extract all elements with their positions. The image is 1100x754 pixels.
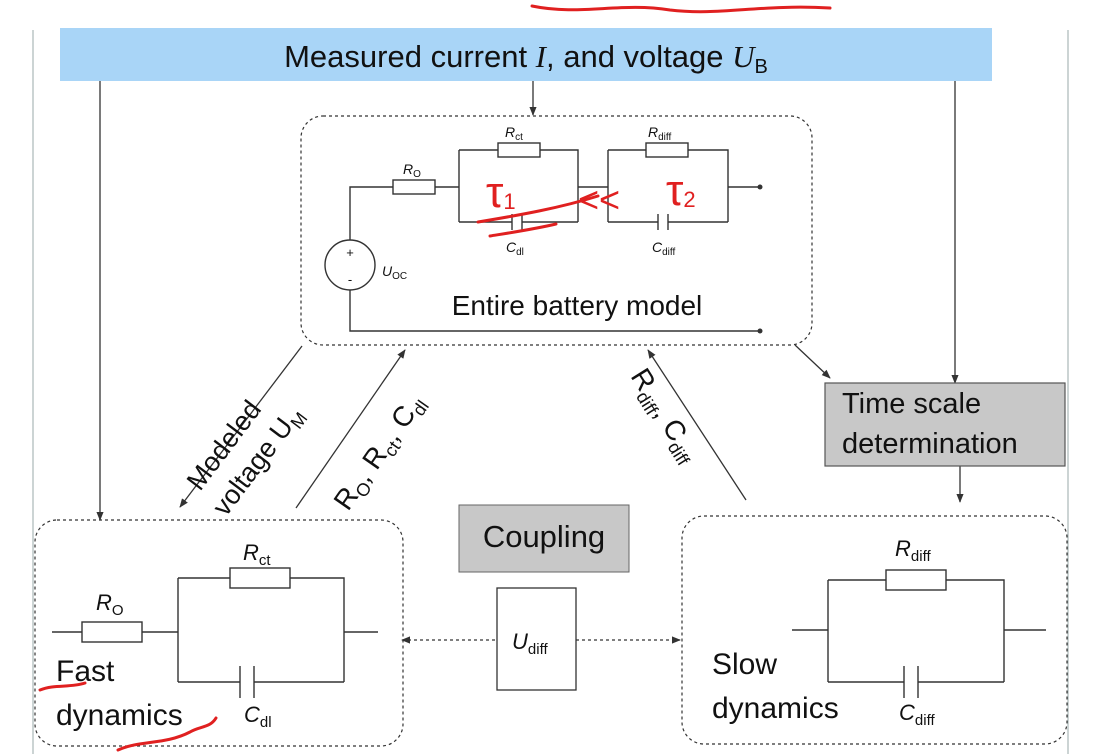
label-uoc: UOC [382, 263, 407, 282]
time-scale-background [824, 382, 1066, 467]
label-modeled-voltage: Modeledvoltage UM [178, 378, 312, 523]
tau2-handwritten: τ2 [666, 166, 696, 215]
arrow-model-to-timescale [794, 344, 831, 379]
header-bar: Measured current I, and voltage UB [60, 28, 992, 81]
slow-box [681, 515, 1068, 745]
label-r0-top: RO [403, 161, 421, 180]
arrow-slow-to-model [647, 349, 747, 501]
slow-title-line2: dynamics [712, 692, 839, 725]
wire-bottom [349, 290, 760, 332]
source-plus: + [346, 245, 354, 260]
slow-title-line1: Slow [712, 648, 777, 681]
fast-label-cdl: Cdl [244, 702, 272, 731]
slow-label-rdiff: Rdiff [895, 536, 931, 565]
arrow-fast-to-model [295, 349, 406, 509]
fast-title-line2: dynamics [56, 699, 183, 732]
coupling-group: Coupling Udiff [458, 504, 630, 691]
label-fast-params: RO, Rct, Cdl [328, 388, 433, 518]
label-cdl-top: Cdl [506, 239, 524, 258]
arrow-model-to-fast [179, 345, 303, 508]
wire-left-top [349, 186, 393, 240]
slow-dynamics-model: Rdiff Cdiff Slow dynamics [681, 515, 1068, 745]
strike-line-2 [488, 222, 558, 238]
label-rdiff-top: Rdiff [648, 124, 672, 143]
source-minus: - [348, 272, 352, 287]
header-title: Measured current I, and voltage UB [284, 39, 768, 78]
fast-r0-resistor [81, 621, 143, 643]
fast-box [34, 519, 404, 747]
label-cdiff-top: Cdiff [652, 239, 676, 258]
header-background [60, 28, 992, 81]
time-scale-box: Time scale determination [824, 382, 1066, 467]
handwritten-annotations: τ1 << τ2 [476, 166, 696, 238]
fast-underline [38, 681, 87, 692]
fast-dynamics-model: RO Rct Cdl Fast dynamics [34, 519, 404, 752]
label-rct-top: Rct [505, 124, 523, 143]
tau1-handwritten: τ1 [486, 168, 516, 217]
terminal-top [757, 184, 763, 190]
fast-label-r0: RO [96, 590, 124, 619]
dynamics-underline [116, 716, 218, 752]
udiff-box [496, 587, 577, 691]
strike-line-1 [476, 194, 600, 224]
label-slow-params: Rdiff, Cdiff [622, 363, 707, 470]
red-underline-scribble [530, 4, 832, 14]
rct-resistor [497, 142, 541, 158]
udiff-label: Udiff [512, 629, 548, 658]
fast-rc-wires [142, 577, 378, 683]
entire-model-box [300, 115, 813, 346]
slow-label-cdiff: Cdiff [899, 700, 935, 729]
coupling-label: Coupling [483, 519, 605, 554]
fast-label-rct: Rct [243, 540, 271, 569]
slow-rdiff-resistor [885, 569, 947, 591]
entire-model-title: Entire battery model [452, 290, 703, 321]
terminal-bottom [757, 328, 763, 334]
entire-battery-model: + - RO Rct Rdiff Cdl Cdiff UOC Entire ba… [300, 115, 813, 346]
rdiff-resistor [645, 142, 689, 158]
time-scale-line2: determination [842, 428, 1018, 460]
r0-resistor [392, 179, 436, 195]
slow-rc-wires [792, 579, 1046, 683]
coupling-box [458, 504, 630, 573]
time-scale-line1: Time scale [842, 388, 981, 420]
fast-rct-resistor [229, 567, 291, 589]
rc1-wires [458, 149, 579, 223]
rc2-wires [607, 149, 729, 223]
